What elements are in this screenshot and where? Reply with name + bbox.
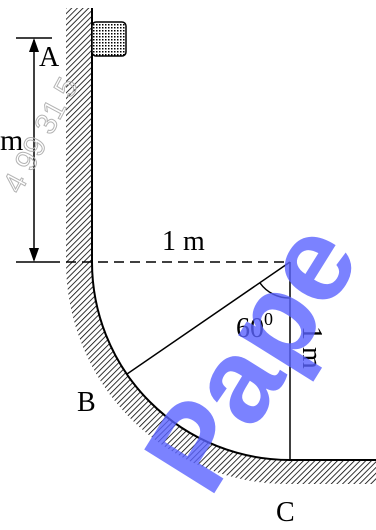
label-height-unit: m xyxy=(0,124,23,157)
label-horizontal-radius: 1 m xyxy=(162,226,205,257)
angle-unit: 0 xyxy=(264,309,273,329)
angle-arc xyxy=(259,282,291,299)
label-point-c: C xyxy=(276,497,295,528)
radius-to-b-line xyxy=(126,261,291,375)
angle-value: 60 xyxy=(236,313,264,344)
track-surface xyxy=(91,8,376,461)
sliding-block xyxy=(91,21,127,57)
height-arrow-down xyxy=(29,248,39,262)
height-arrow-up xyxy=(29,38,39,52)
label-angle: 600 xyxy=(236,309,273,344)
label-vertical-radius: 1 m xyxy=(296,326,327,369)
label-point-a: A xyxy=(39,42,60,73)
label-point-b: B xyxy=(77,387,96,418)
